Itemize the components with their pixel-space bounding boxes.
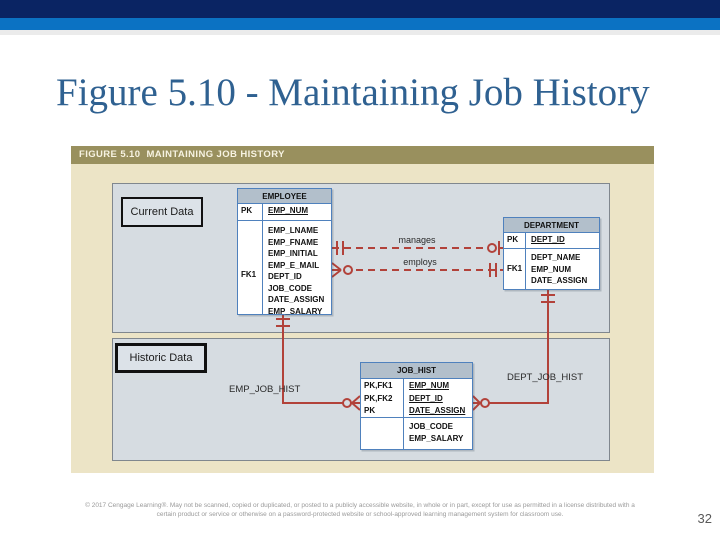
department-fk-key: FK1 — [507, 264, 523, 273]
top-accent-bar-navy — [0, 0, 720, 18]
job-hist-pk-fields: EMP_NUM DEPT_ID DATE_ASSIGN — [404, 379, 472, 417]
employee-fk-cell: FK1 — [238, 221, 263, 314]
employee-field: EMP_LNAME — [268, 226, 319, 235]
job-hist-empty-key-cell — [361, 418, 404, 449]
job-hist-body-row: JOB_CODE EMP_SALARY — [361, 418, 472, 449]
job-hist-field: JOB_CODE — [409, 422, 454, 431]
employee-table: EMPLOYEE PK EMP_NUM FK1 EMP_LNAME EMP_FN… — [237, 188, 332, 316]
department-pk-field: DEPT_ID — [531, 235, 565, 244]
employee-field: EMP_FNAME — [268, 237, 319, 247]
employee-table-title: EMPLOYEE — [238, 189, 331, 204]
current-data-label: Current Data — [121, 197, 203, 227]
job-hist-pk-keys: PK,FK1 PK,FK2 PK — [361, 379, 404, 417]
employee-field: DEPT_ID — [268, 272, 302, 281]
employee-fields: EMP_LNAME EMP_FNAME EMP_INITIAL EMP_E_MA… — [263, 221, 331, 316]
job-hist-pk-key: PK,FK2 — [364, 393, 393, 403]
job-hist-fields: JOB_CODE EMP_SALARY — [404, 418, 472, 449]
employee-fk-key: FK1 — [241, 270, 257, 279]
employee-body-row: FK1 EMP_LNAME EMP_FNAME EMP_INITIAL EMP_… — [238, 221, 331, 316]
employee-pk-row: PK EMP_NUM — [238, 204, 331, 221]
department-pk-key: PK — [504, 233, 526, 248]
slide-title: Figure 5.10 - Maintaining Job History — [56, 71, 650, 114]
copyright-footer-line2: certain product or service or otherwise … — [156, 511, 564, 518]
relationship-lines-layer — [276, 241, 555, 411]
dept-job-hist-relationship-line — [472, 287, 555, 411]
copyright-footer: © 2017 Cengage Learning®. May not be sca… — [30, 501, 690, 519]
top-accent-bar-gray — [0, 30, 720, 35]
department-field: DATE_ASSIGN — [531, 276, 588, 285]
employee-field: JOB_CODE — [268, 283, 313, 293]
manages-relationship-line — [332, 241, 503, 255]
job-hist-pk-key: PK,FK1 — [364, 381, 393, 390]
department-table: DEPARTMENT PK DEPT_ID FK1 DEPT_NAME EMP_… — [503, 217, 600, 290]
job-hist-pk-field: EMP_NUM — [409, 381, 450, 390]
page-number: 32 — [697, 511, 712, 526]
emp-job-hist-label: EMP_JOB_HIST — [229, 384, 301, 395]
department-field: DEPT_NAME — [531, 253, 581, 262]
employee-pk-key: PK — [238, 204, 263, 220]
job-hist-table-title: JOB_HIST — [361, 363, 472, 379]
manages-label: manages — [398, 235, 436, 245]
department-table-title: DEPARTMENT — [504, 218, 599, 233]
employs-label: employs — [403, 257, 437, 267]
job-hist-pk-field: DEPT_ID — [409, 393, 443, 403]
employee-pk-field: EMP_NUM — [268, 206, 309, 215]
top-accent-bar-blue — [0, 18, 720, 30]
figure-caption-bar: FIGURE 5.10 MAINTAINING JOB HISTORY — [71, 146, 654, 164]
department-pk-row: PK DEPT_ID — [504, 233, 599, 249]
figure-5-10: FIGURE 5.10 MAINTAINING JOB HISTORY — [71, 146, 654, 473]
employee-field: EMP_SALARY — [268, 306, 323, 316]
employs-relationship-line — [331, 262, 503, 278]
job-hist-pk-rows: PK,FK1 PK,FK2 PK EMP_NUM DEPT_ID DATE_AS… — [361, 379, 472, 418]
employee-field: EMP_INITIAL — [268, 249, 318, 258]
department-body-row: FK1 DEPT_NAME EMP_NUM DATE_ASSIGN — [504, 249, 599, 289]
copyright-footer-line1: © 2017 Cengage Learning®. May not be sca… — [85, 502, 635, 509]
historic-data-label: Historic Data — [115, 343, 207, 373]
department-field: EMP_NUM — [531, 264, 572, 274]
employee-field: DATE_ASSIGN — [268, 295, 325, 304]
emp-job-hist-relationship-line — [276, 312, 361, 411]
department-fk-cell: FK1 — [504, 249, 526, 289]
job-hist-table: JOB_HIST PK,FK1 PK,FK2 PK EMP_NUM DEPT_I… — [360, 362, 473, 450]
employee-field: EMP_E_MAIL — [268, 260, 320, 270]
dept-job-hist-label: DEPT_JOB_HIST — [507, 372, 584, 383]
job-hist-field: EMP_SALARY — [409, 434, 464, 443]
employee-pk-field-cell: EMP_NUM — [263, 204, 331, 220]
department-pk-field-cell: DEPT_ID — [526, 233, 599, 248]
job-hist-pk-key: PK — [364, 406, 376, 415]
department-fields: DEPT_NAME EMP_NUM DATE_ASSIGN — [526, 249, 599, 289]
job-hist-pk-field: DATE_ASSIGN — [409, 406, 466, 415]
